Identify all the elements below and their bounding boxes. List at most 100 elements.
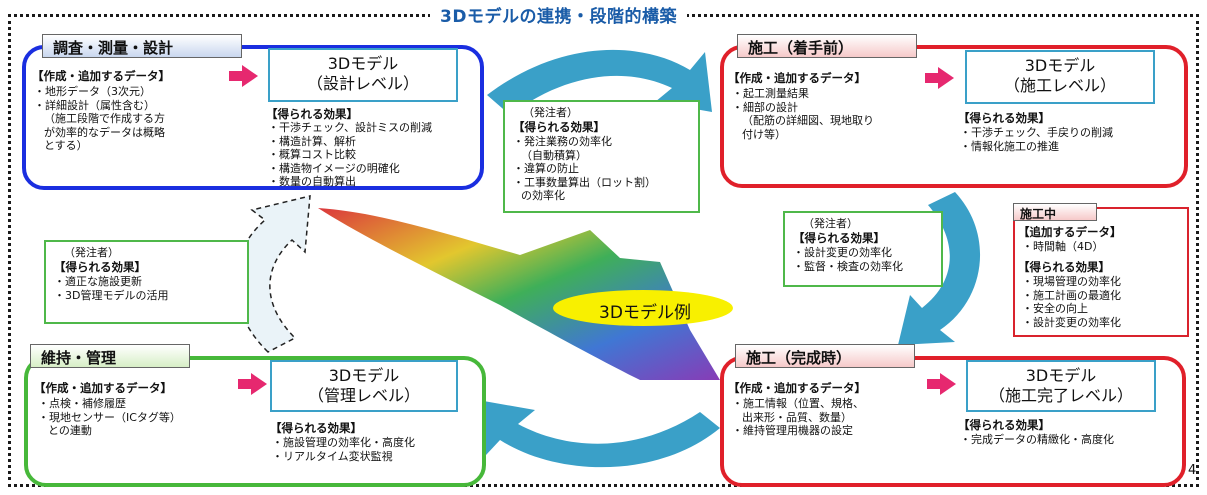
construction-during-effect-item: ・現場管理の効率化 [1022,275,1121,288]
owner-box-right: （発注者） 【得られる効果】 ・設計変更の効率化 ・監督・検査の効率化 [783,211,943,287]
design-data-item: ・地形データ（3次元） [34,85,151,98]
design-data-item: とする） [44,139,88,152]
construction-complete-data-header: 【作成・追加するデータ】 [728,381,866,395]
construction-complete-pink-bar [927,379,941,389]
construction-start-data-item: 付け等） [742,127,786,141]
design-tag: 調査・測量・設計 [42,34,242,58]
page-number: 4 [1188,463,1197,478]
owner-top-list: ・発注業務の効率化 （自動積算） ・違算の防止 ・工事数量算出（ロット割） の効… [513,135,690,203]
construction-start-effect-item: ・情報化施工の推進 [960,139,1059,153]
design-effect-item: ・概算コスト比較 [268,148,356,161]
maintenance-effect-list: ・施設管理の効率化・高度化 ・リアルタイム変状監視 [272,436,482,463]
construction-during-data-item: ・時間軸（4D） [1022,240,1104,253]
construction-during-effect-item: ・設計変更の効率化 [1022,315,1121,329]
construction-start-model-line1: 3Dモデル [1024,56,1096,75]
maintenance-data-item: との連動 [48,424,92,437]
maintenance-model-line1: 3Dモデル [328,366,400,385]
maintenance-model-box: 3Dモデル （管理レベル） [270,360,458,412]
construction-during-effect-header: 【得られる効果】 [1018,260,1110,274]
design-model-line2: （設計レベル） [306,74,419,93]
owner-top-item: ・違算の防止 [513,162,579,175]
owner-top-item: ・工事数量算出（ロット割） [513,175,656,189]
maintenance-data-item: ・現地センサー（ICタグ等） [38,410,181,424]
maintenance-model-line2: （管理レベル） [307,386,420,405]
owner-box-left: （発注者） 【得られる効果】 ・適正な施設更新 ・3D管理モデルの活用 [44,240,249,324]
construction-during-box [1013,207,1189,337]
design-effect-item: ・干渉チェック、設計ミスの削減 [268,121,433,134]
page-title: 3Dモデルの連携・段階的構築 [430,2,687,27]
owner-right-sub: （発注者） [803,217,858,230]
design-effect-header: 【得られる効果】 [266,107,358,121]
construction-during-data-header: 【追加するデータ】 [1018,225,1122,239]
construction-start-data-header: 【作成・追加するデータ】 [728,71,866,85]
owner-left-sub: （発注者） [64,246,119,259]
design-effect-list: ・干渉チェック、設計ミスの削減 ・構造計算、解析 ・概算コスト比較 ・構造物イメ… [268,121,478,189]
construction-start-data-item: （配筋の詳細図、現地取り [742,114,874,127]
construction-during-effect-item: ・安全の向上 [1022,302,1088,315]
maintenance-pink-bar [238,379,252,389]
construction-start-data-item: ・細部の設計 [732,100,798,114]
design-data-header: 【作成・追加するデータ】 [32,69,170,83]
owner-box-top: （発注者） 【得られる効果】 ・発注業務の効率化 （自動積算） ・違算の防止 ・… [503,100,700,213]
construction-start-model-line2: （施工レベル） [1003,76,1116,95]
construction-start-pink-arrow-icon [938,67,954,89]
construction-start-effect-list: ・干渉チェック、手戻りの削減 ・情報化施工の推進 [960,126,1180,153]
construction-during-effect-item: ・施工計画の最適化 [1022,288,1121,302]
maintenance-data-item: ・点検・補修履歴 [38,397,126,410]
construction-start-pink-bar [925,73,939,83]
maintenance-data-header: 【作成・追加するデータ】 [34,381,172,395]
construction-start-data-list: ・起工測量結果 ・細部の設計 （配筋の詳細図、現地取り 付け等） [732,87,927,141]
owner-left-list: ・適正な施設更新 ・3D管理モデルの活用 [54,275,239,302]
construction-complete-data-list: ・施工情報（位置、規格、 出来形・品質、数量） ・維持管理用機器の設定 [732,397,932,438]
design-effect-item: ・構造計算、解析 [268,134,356,148]
owner-right-list: ・設計変更の効率化 ・監督・検査の効率化 [793,246,933,273]
model-example-ellipse [553,290,733,326]
construction-complete-pink-arrow-icon [940,373,956,395]
owner-top-sub: （発注者） [523,106,578,119]
owner-top-item: の効率化 [521,189,565,202]
construction-complete-data-item: ・維持管理用機器の設定 [732,424,853,437]
design-data-item: ・詳細設計（属性含む） [34,98,155,112]
design-pink-arrow-bar [229,71,243,81]
owner-right-header: 【得られる効果】 [793,231,885,245]
construction-complete-model-line1: 3Dモデル [1025,366,1097,385]
maintenance-effect-item: ・リアルタイム変状監視 [272,449,393,463]
construction-complete-data-item: 出来形・品質、数量） [742,410,852,424]
design-data-item: （施工段階で作成する方 [44,112,165,125]
design-pink-arrow-icon [242,65,258,87]
model-example-shape [318,208,720,380]
owner-top-header: 【得られる効果】 [513,120,605,134]
construction-complete-model-line2: （施工完了レベル） [988,386,1133,405]
arrow-right [898,192,981,345]
design-data-item: が効率的なデータは概略 [44,125,165,139]
maintenance-tag: 維持・管理 [30,344,190,368]
arrow-bottom [478,400,720,468]
maintenance-effect-header: 【得られる効果】 [270,421,362,435]
construction-complete-model-box: 3Dモデル （施工完了レベル） [966,360,1156,412]
owner-top-item: （自動積算） [521,148,587,162]
owner-right-item: ・設計変更の効率化 [793,246,892,259]
construction-start-effect-header: 【得られる効果】 [958,111,1050,125]
design-model-box: 3Dモデル （設計レベル） [268,48,458,102]
owner-left-item: ・3D管理モデルの活用 [54,288,169,302]
construction-complete-effect-list: ・完成データの精緻化・高度化 [960,433,1180,447]
design-model-line1: 3Dモデル [327,54,399,73]
model-example-label: 3Dモデル例 [599,303,691,323]
design-data-list: ・地形データ（3次元） ・詳細設計（属性含む） （施工段階で作成する方 が効率的… [34,85,224,153]
construction-complete-effect-header: 【得られる効果】 [958,418,1050,432]
construction-complete-data-item: ・施工情報（位置、規格、 [732,397,864,410]
construction-start-effect-item: ・干渉チェック、手戻りの削減 [960,126,1114,139]
arrow-top [487,49,712,116]
construction-during-effect-list: ・現場管理の効率化 ・施工計画の最適化 ・安全の向上 ・設計変更の効率化 [1022,275,1182,329]
construction-complete-effect-item: ・完成データの精緻化・高度化 [960,433,1114,446]
construction-start-data-item: ・起工測量結果 [732,87,809,100]
maintenance-effect-item: ・施設管理の効率化・高度化 [272,436,415,449]
design-effect-item: ・数量の自動算出 [268,175,356,188]
maintenance-data-list: ・点検・補修履歴 ・現地センサー（ICタグ等） との連動 [38,397,238,438]
construction-during-tag: 施工中 [1013,203,1097,221]
owner-right-item: ・監督・検査の効率化 [793,259,903,273]
maintenance-pink-arrow-icon [251,373,267,395]
owner-left-item: ・適正な施設更新 [54,275,142,288]
owner-left-header: 【得られる効果】 [54,260,146,274]
